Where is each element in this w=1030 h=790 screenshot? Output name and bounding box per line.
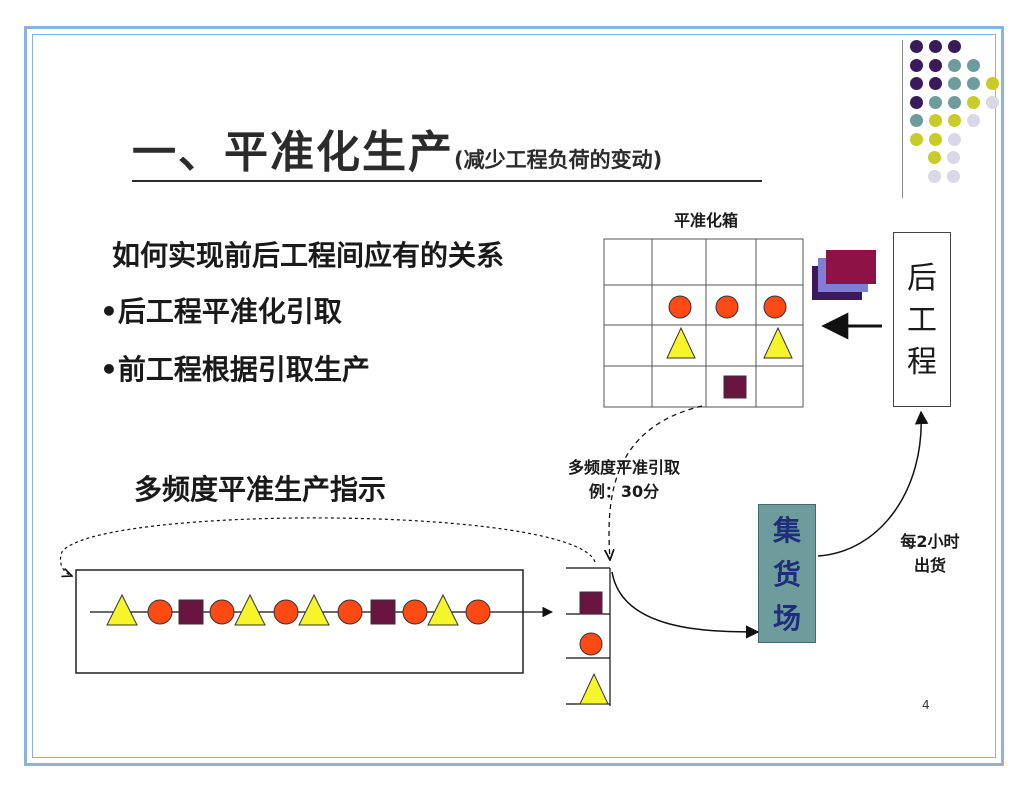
leveling-box-circle [715, 295, 739, 319]
slide-title-subtitle: (减少工程负荷的变动) [454, 148, 663, 172]
decorative-dot [967, 58, 980, 72]
warehouse-box [758, 504, 816, 643]
decorative-dot [967, 114, 980, 127]
shelf-circle [579, 632, 603, 656]
downstream-process-char: 程 [907, 345, 937, 380]
sequence-circle [209, 599, 235, 625]
leveling-box-label: 平准化箱 [673, 211, 738, 230]
decorative-dot [929, 114, 942, 127]
production-sequence-box [75, 569, 524, 674]
sequence-circle [337, 599, 363, 625]
question-heading: 如何实现前后工程间应有的关系 [112, 239, 505, 272]
decorative-divider [902, 40, 903, 198]
decorative-dot [948, 132, 961, 146]
decorative-dot [967, 95, 980, 109]
warehouse-char: 场 [772, 602, 801, 635]
warehouse-char: 货 [772, 558, 801, 591]
decorative-dot [948, 77, 961, 90]
sequence-circle [465, 599, 491, 625]
decorative-dot [929, 40, 942, 53]
decorative-dot [910, 132, 923, 146]
slide-title: 一、平准化生产(减少工程负荷的变动) [132, 126, 762, 182]
production-sequence-items [106, 593, 491, 626]
decorative-dot [929, 58, 942, 72]
shelf-triangle [579, 672, 609, 705]
leveling-box-circle [763, 295, 787, 319]
sequence-triangle [427, 593, 459, 626]
bullet-downstream-leveled-pull: •后工程平准化引取 [100, 295, 342, 328]
slide-frame-outer [24, 26, 1004, 766]
arrow-to-warehouse [611, 571, 760, 639]
downstream-process-box [893, 232, 951, 407]
decorative-dot [948, 114, 961, 127]
shipping-label-line: 出货 [913, 556, 946, 575]
sequence-circle [147, 599, 173, 625]
pull-frequency-example: 例：30分 [588, 482, 660, 501]
sequence-circle [273, 599, 299, 625]
pull-dashed-arrow [609, 405, 703, 560]
loop-dashed-arrow [59, 517, 596, 576]
pull-frequency-line: 多频度平准引取 [567, 458, 680, 477]
decorative-dot [910, 77, 923, 90]
kanban-card-stack [812, 250, 876, 300]
shipping-label-line: 每2小时 [900, 532, 960, 551]
decorative-dot [948, 95, 961, 109]
decorative-dot [928, 151, 941, 164]
leveling-box-triangle [763, 326, 793, 359]
decorative-dot [967, 77, 980, 90]
decorative-dot [986, 77, 999, 90]
decorative-dot [910, 40, 923, 53]
decorative-dot [948, 58, 961, 72]
decorative-dot [986, 95, 999, 109]
decorative-dot [910, 58, 923, 72]
leveling-box-grid [603, 238, 804, 408]
decorative-dot [947, 169, 960, 183]
decorative-dot [929, 77, 942, 90]
slide-frame-inner [32, 34, 996, 758]
leveling-box-circle [668, 295, 692, 319]
sequence-square [370, 599, 396, 625]
shipping-label: 每2小时 出货 [884, 530, 976, 578]
page-number: 4 [922, 698, 930, 712]
downstream-process-char: 工 [907, 303, 937, 338]
sequence-triangle [106, 593, 138, 626]
decorative-dot [948, 40, 961, 53]
shelf-square [579, 591, 603, 615]
decorative-dot [929, 95, 942, 109]
leveling-box-square [723, 375, 747, 399]
arrow-warehouse-to-downstream [817, 410, 929, 557]
decorative-dot [929, 132, 942, 146]
sequence-triangle [234, 593, 266, 626]
decorative-dot [910, 95, 923, 109]
pull-frequency-label: 多频度平准引取 例：30分 [540, 456, 708, 504]
slide-title-main: 一、平准化生产 [132, 127, 454, 178]
bullet-upstream-produce-per-pull: •前工程根据引取生产 [100, 353, 370, 386]
sequence-triangle [298, 593, 330, 626]
decorative-dot [947, 151, 960, 164]
decorative-dot [928, 169, 941, 183]
sequence-square [178, 599, 204, 625]
sequence-circle [402, 599, 428, 625]
downstream-process-char: 后 [907, 261, 937, 296]
warehouse-char: 集 [772, 514, 801, 547]
decorative-dot [910, 114, 923, 127]
frequency-instruction-title: 多频度平准生产指示 [134, 473, 387, 506]
leveling-box-triangle [666, 326, 696, 359]
